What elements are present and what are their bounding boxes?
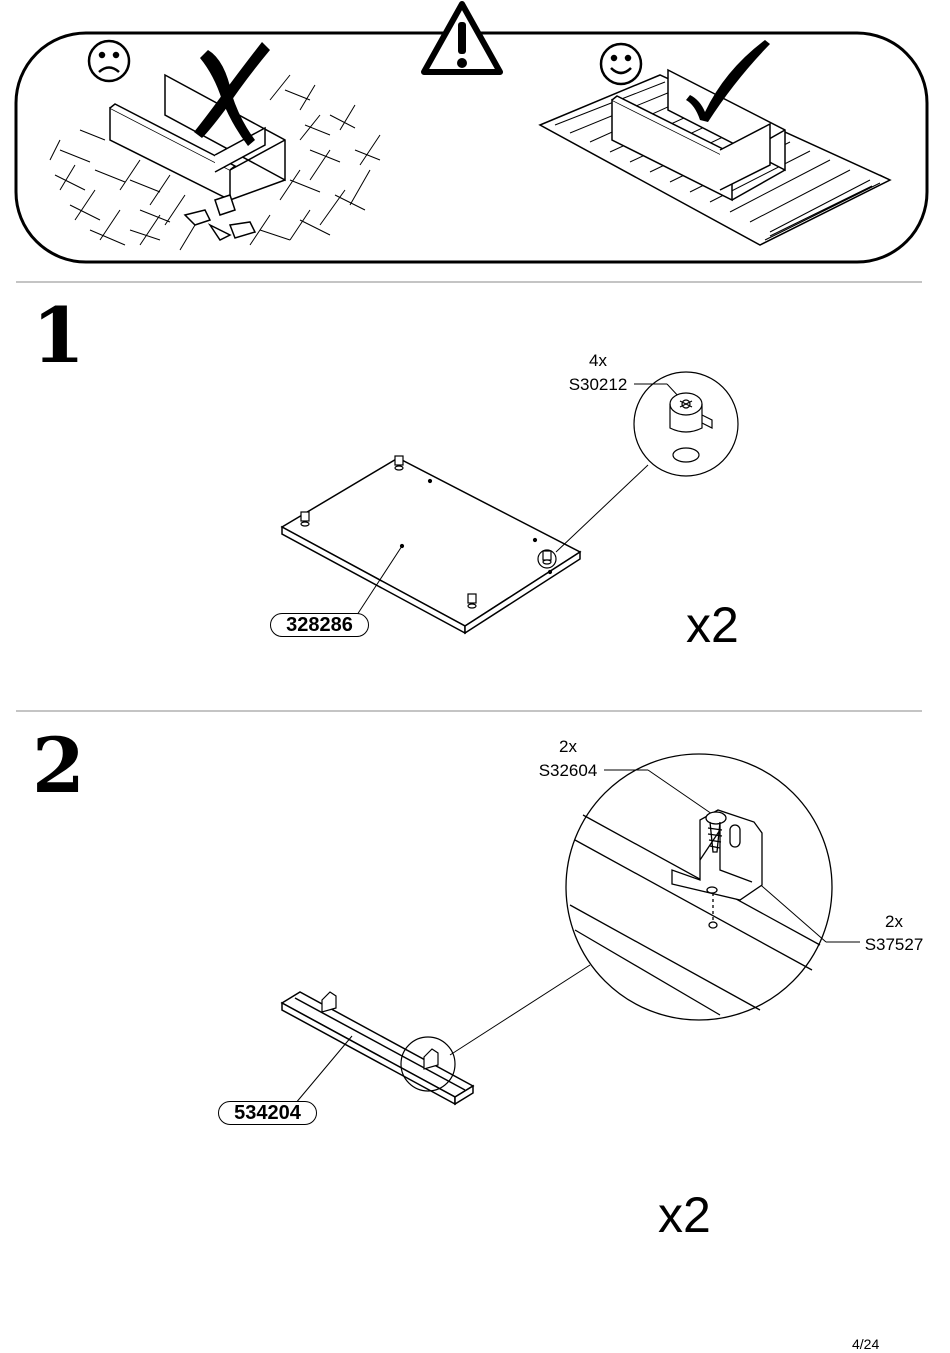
bracket-zoom — [566, 754, 832, 1020]
step-2-fitting-b-code: S37527 — [858, 936, 930, 953]
step-2-fitting-a-code: S32604 — [532, 762, 604, 779]
step-2-fitting-b-qty: 2x — [876, 913, 912, 930]
page-number: 4/24 — [852, 1336, 879, 1352]
step-2-fitting-a-qty: 2x — [550, 738, 586, 755]
step-2-multiplier: x2 — [658, 1190, 711, 1240]
step-2-part-label: 534204 — [218, 1101, 317, 1125]
rail-534204 — [282, 992, 473, 1104]
